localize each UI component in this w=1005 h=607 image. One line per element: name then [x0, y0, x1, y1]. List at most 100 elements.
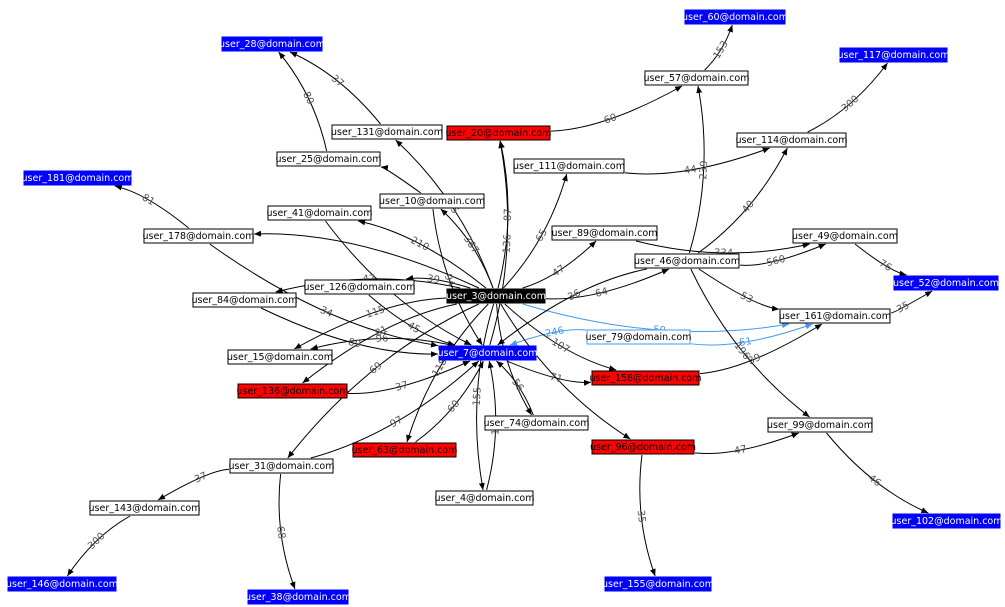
node-box[interactable]: [591, 370, 700, 386]
node-n41[interactable]: user_41@domain.com: [267, 205, 373, 221]
node-n143[interactable]: user_143@domain.com: [89, 500, 201, 516]
node-n20[interactable]: user_20@domain.com: [446, 125, 552, 141]
edge-n20-n57: [550, 85, 683, 132]
node-box[interactable]: [892, 513, 1001, 529]
node-label: user_7@domain.com: [438, 348, 538, 359]
node-box[interactable]: [267, 205, 372, 221]
node-label: user_46@domain.com: [634, 256, 740, 267]
node-box[interactable]: [446, 288, 546, 304]
node-box[interactable]: [143, 228, 254, 244]
node-n4[interactable]: user_4@domain.com: [435, 490, 535, 506]
node-box[interactable]: [551, 225, 658, 241]
node-n46[interactable]: user_46@domain.com: [634, 253, 740, 269]
node-n161[interactable]: user_161@domain.com: [779, 308, 891, 324]
node-n117[interactable]: user_117@domain.com: [838, 47, 950, 63]
node-box[interactable]: [591, 439, 695, 455]
node-box[interactable]: [352, 442, 457, 458]
node-n28[interactable]: user_28@domain.com: [219, 36, 325, 52]
node-box[interactable]: [634, 253, 740, 269]
edge-n79-n7: [509, 329, 587, 346]
edge-n31-n7: [310, 360, 480, 459]
node-box[interactable]: [736, 132, 847, 148]
node-n131[interactable]: user_131@domain.com: [331, 124, 443, 140]
node-box[interactable]: [604, 576, 712, 592]
node-n74[interactable]: user_74@domain.com: [484, 415, 590, 431]
node-n99[interactable]: user_99@domain.com: [767, 417, 873, 433]
node-box[interactable]: [23, 170, 132, 186]
node-n63[interactable]: user_63@domain.com: [352, 442, 458, 458]
edge-label: 71: [549, 372, 564, 386]
node-n178[interactable]: user_178@domain.com: [143, 228, 255, 244]
edge-n111-n114: [624, 147, 770, 175]
node-box[interactable]: [379, 193, 485, 209]
node-box[interactable]: [89, 500, 200, 516]
edge-n3-n63: [406, 303, 489, 443]
node-n79[interactable]: user_79@domain.com: [586, 329, 692, 345]
node-box[interactable]: [331, 124, 443, 140]
node-box[interactable]: [229, 458, 334, 474]
node-n96[interactable]: user_96@domain.com: [590, 439, 696, 455]
node-n89[interactable]: user_89@domain.com: [551, 225, 658, 241]
node-n114[interactable]: user_114@domain.com: [736, 132, 848, 148]
node-box[interactable]: [221, 36, 323, 52]
edge-label: 334: [714, 248, 733, 259]
edge-label: 115: [365, 304, 387, 321]
node-box[interactable]: [237, 383, 348, 399]
node-n155[interactable]: user_155@domain.com: [602, 576, 714, 592]
node-box[interactable]: [767, 417, 873, 433]
node-n60[interactable]: user_60@domain.com: [682, 9, 788, 25]
node-n7[interactable]: user_7@domain.com: [438, 345, 538, 361]
node-n38[interactable]: user_38@domain.com: [245, 589, 351, 605]
node-box[interactable]: [446, 125, 551, 141]
node-label: user_79@domain.com: [586, 332, 692, 343]
edge-label: 560: [765, 254, 786, 269]
edge-label: 56: [509, 377, 525, 394]
node-box[interactable]: [276, 151, 381, 167]
node-n49[interactable]: user_49@domain.com: [792, 228, 898, 244]
node-n84[interactable]: user_84@domain.com: [192, 292, 298, 308]
node-n126[interactable]: user_126@domain.com: [304, 279, 416, 295]
node-box[interactable]: [792, 228, 898, 244]
edge-n136-n7: [347, 360, 471, 394]
node-n136[interactable]: user_136@domain.com: [237, 383, 349, 399]
node-box[interactable]: [779, 308, 891, 324]
node-n102[interactable]: user_102@domain.com: [891, 513, 1003, 529]
edge-n31-n38: [278, 473, 296, 590]
node-box[interactable]: [192, 292, 297, 308]
node-box[interactable]: [247, 589, 349, 605]
node-label: user_38@domain.com: [245, 592, 351, 603]
node-n52[interactable]: user_52@domain.com: [893, 275, 999, 291]
edge-label: 35: [635, 510, 647, 524]
edge-label: 64: [594, 286, 609, 300]
edge-label: 36: [566, 288, 582, 304]
node-n181[interactable]: user_181@domain.com: [22, 170, 134, 186]
edge-label: 136: [502, 234, 514, 254]
node-box[interactable]: [586, 329, 691, 345]
node-box[interactable]: [893, 275, 999, 291]
node-box[interactable]: [684, 9, 786, 25]
edge-n3-n111: [503, 173, 568, 289]
node-box[interactable]: [644, 70, 749, 86]
node-box[interactable]: [435, 490, 534, 506]
node-box[interactable]: [513, 158, 625, 174]
node-box[interactable]: [7, 576, 117, 592]
node-n25[interactable]: user_25@domain.com: [276, 151, 382, 167]
edge-label: 94: [442, 273, 457, 289]
node-box[interactable]: [227, 349, 333, 365]
edge-n3-n41: [358, 219, 487, 289]
node-n57[interactable]: user_57@domain.com: [644, 70, 750, 86]
node-n31[interactable]: user_31@domain.com: [229, 458, 335, 474]
node-box[interactable]: [839, 47, 948, 63]
node-n15[interactable]: user_15@domain.com: [227, 349, 333, 365]
edge-n126-n7: [368, 294, 456, 347]
node-n146[interactable]: user_146@domain.com: [6, 576, 118, 592]
node-box[interactable]: [438, 345, 537, 361]
node-box[interactable]: [304, 279, 415, 295]
node-n158[interactable]: user_158@domain.com: [590, 370, 702, 386]
node-n111[interactable]: user_111@domain.com: [513, 158, 625, 174]
node-n3[interactable]: user_3@domain.com: [446, 288, 546, 304]
edge-n3-n126: [406, 274, 471, 289]
edge-n178-n181: [114, 184, 189, 229]
node-box[interactable]: [484, 415, 589, 431]
node-n10[interactable]: user_10@domain.com: [379, 193, 485, 209]
